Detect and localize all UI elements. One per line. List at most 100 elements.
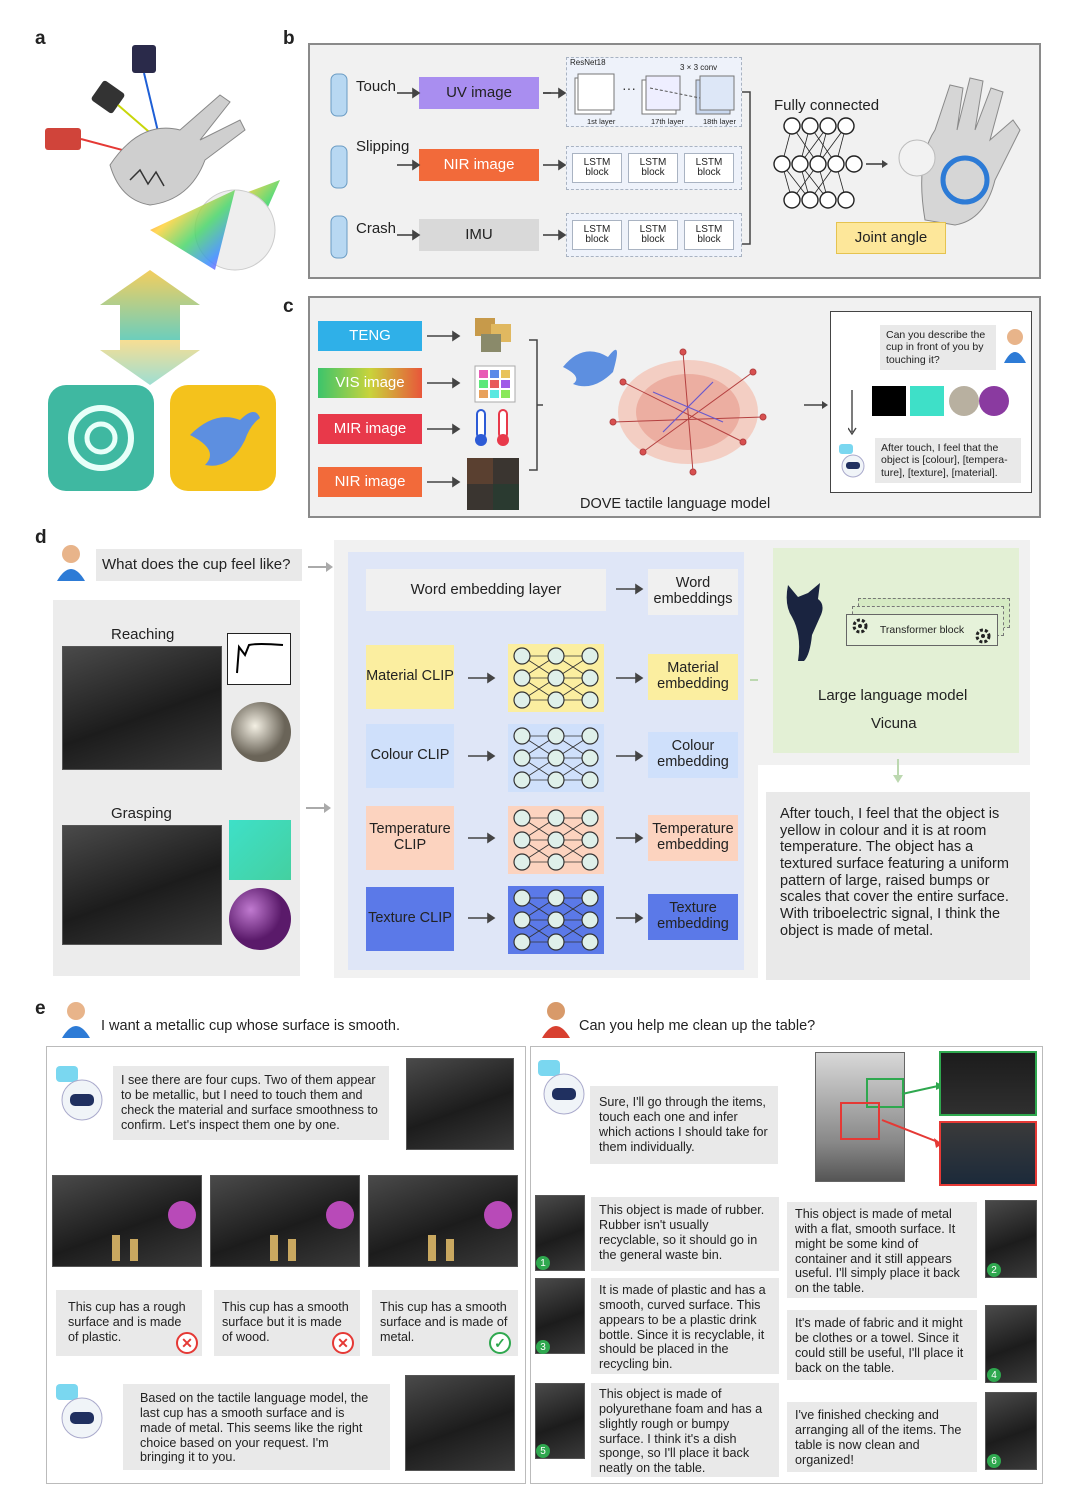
panel-label-b: b <box>283 28 295 49</box>
step-text-2: This object is made of metal with a flat… <box>787 1202 977 1298</box>
lstm-block: LSTM block <box>628 153 678 183</box>
panel-b-arrows <box>397 87 551 241</box>
chatgpt-logo <box>48 385 154 491</box>
word-embedding-layer: Word embedding layer <box>366 569 606 611</box>
panel-a-illustration <box>45 45 280 491</box>
laser-sensor-icon <box>45 128 81 150</box>
robot-avatar-icon <box>839 444 865 478</box>
dove-brain-network <box>563 348 767 476</box>
llm-output-text: After touch, I feel that the object is y… <box>766 792 1030 980</box>
gear-icon <box>852 618 868 634</box>
llm-label: Large language model <box>818 687 968 704</box>
lstm-block: LSTM block <box>684 153 734 183</box>
llama-icon <box>786 583 823 661</box>
vis-image-box: VIS image <box>318 368 422 398</box>
camera-sensor-icon <box>91 80 125 114</box>
transformer-block: Transformer block <box>846 614 998 646</box>
cups-photo <box>406 1058 514 1150</box>
uv-image-box: UV image <box>419 77 539 109</box>
up-arrow-icon <box>100 270 200 340</box>
answer-bubble-c: After touch, I feel that the object is [… <box>875 438 1021 484</box>
purple-sphere <box>229 888 291 950</box>
fully-connected-label: Fully connected <box>774 97 880 114</box>
llm-panel <box>773 548 1019 753</box>
colour-embedding: Colour embedding <box>648 732 738 778</box>
layer-1st: 1st layer <box>587 117 616 126</box>
material-embedding: Material embedding <box>648 654 738 700</box>
lstm-block: LSTM block <box>628 220 678 250</box>
left-request: I want a metallic cup whose surface is s… <box>101 1018 400 1034</box>
colour-clip: Colour CLIP <box>366 724 454 788</box>
step-text-1: This object is made of rubber. Rubber is… <box>591 1197 779 1271</box>
resnet-layers: ··· <box>574 73 735 115</box>
dove-model-caption: DOVE tactile language model <box>580 496 771 512</box>
down-arrow-icon <box>100 340 200 385</box>
mir-image-box: MIR image <box>318 414 422 444</box>
question-bubble-d: What does the cup feel like? <box>96 549 302 581</box>
joint-angle-box: Joint angle <box>836 222 946 254</box>
cup-result-2: This cup has a smooth surface but it is … <box>214 1290 360 1356</box>
color-grid-icon <box>474 365 516 403</box>
panel-label-d: d <box>35 527 47 548</box>
user-avatar-icon <box>57 545 85 581</box>
step-text-5: This object is made of polyurethane foam… <box>591 1383 779 1477</box>
reaching-photo <box>62 646 222 770</box>
temperature-embedding: Temperature embedding <box>648 815 738 861</box>
touch-photo-1 <box>52 1175 202 1267</box>
phase-grasping: Grasping <box>111 805 172 822</box>
nir-image-box: NIR image <box>419 149 539 181</box>
bin-zoom-photo <box>939 1121 1037 1186</box>
robot-cart-photo <box>815 1052 905 1182</box>
encoder-networks <box>468 583 644 954</box>
nir-image-box-c: NIR image <box>318 467 422 497</box>
check-mark-icon: ✓ <box>489 1332 511 1354</box>
lstm-block: LSTM block <box>572 153 622 183</box>
step-text-6: I've finished checking and arranging all… <box>787 1402 977 1472</box>
texture-embedding: Texture embedding <box>648 894 738 940</box>
table-zoom-photo <box>939 1051 1037 1116</box>
input-crash: Crash <box>356 220 397 237</box>
resnet-title: ResNet18 <box>570 58 606 67</box>
user-avatar-icon <box>1004 329 1026 363</box>
final-photo <box>405 1375 515 1471</box>
gear-icon <box>975 628 991 644</box>
left-final: Based on the tactile language model, the… <box>123 1384 390 1470</box>
temperature-clip: Temperature CLIP <box>366 806 454 870</box>
step-text-3: It is made of plastic and has a smooth, … <box>591 1278 779 1374</box>
thermometer-icon <box>475 409 509 446</box>
robot-hand-icon <box>109 94 246 206</box>
camera-top-icon <box>132 45 156 73</box>
user-avatar-icon <box>62 1002 90 1038</box>
touch-photo-2 <box>210 1175 360 1267</box>
panel-c-input-icons <box>427 318 543 510</box>
question-bubble-c: Can you describe the cup in front of you… <box>880 325 996 371</box>
left-reply: I see there are four cups. Two of them a… <box>113 1066 389 1140</box>
conv-label: 3 × 3 conv <box>680 63 718 72</box>
svg-text:···: ··· <box>622 80 636 96</box>
panel-label-e: e <box>35 998 46 1019</box>
robot-hand-grasp-icon <box>898 77 1021 226</box>
panel-label-c: c <box>283 296 294 317</box>
sensor-images-row <box>848 386 1009 436</box>
colour-patch <box>229 820 291 880</box>
right-reply: Sure, I'll go through the items, touch e… <box>590 1086 778 1164</box>
robot-avatar-icon <box>56 1066 103 1121</box>
robot-avatar-icon <box>56 1384 103 1439</box>
input-slipping: Slipping <box>356 138 410 155</box>
cup-result-3: This cup has a smooth surface and is mad… <box>372 1290 518 1356</box>
input-touch: Touch <box>356 78 397 95</box>
user-avatar-icon <box>542 1002 570 1038</box>
bottle-icons <box>330 73 348 259</box>
layer-18th: 18th layer <box>703 117 736 126</box>
metal-sphere <box>231 702 291 762</box>
lstm-block: LSTM block <box>572 220 622 250</box>
step-number-badge: 3 <box>536 1340 550 1354</box>
cross-mark-icon: ✕ <box>332 1332 354 1354</box>
panel-label-a: a <box>35 28 46 49</box>
grasping-photo <box>62 825 222 945</box>
material-clip: Material CLIP <box>366 645 454 709</box>
right-request: Can you help me clean up the table? <box>579 1018 816 1034</box>
cross-mark-icon: ✕ <box>176 1332 198 1354</box>
layer-17th: 17th layer <box>651 117 684 126</box>
lstm-block: LSTM block <box>684 220 734 250</box>
